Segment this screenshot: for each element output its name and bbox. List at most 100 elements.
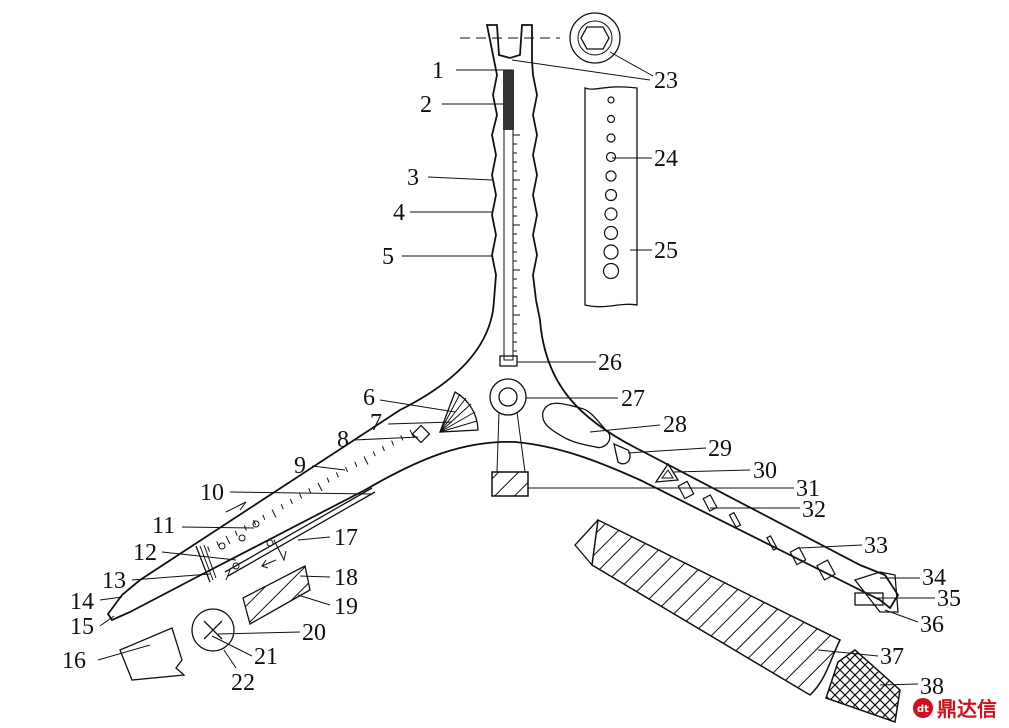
oblong-slot bbox=[542, 402, 611, 449]
strip-hole bbox=[606, 133, 616, 143]
right-arm-slot bbox=[789, 546, 807, 566]
label-34: 34 bbox=[922, 565, 946, 591]
label-6: 6 bbox=[363, 385, 375, 411]
end-slot bbox=[854, 592, 884, 606]
watermark-text: 鼎达信 bbox=[937, 697, 997, 721]
label-27: 27 bbox=[621, 386, 645, 412]
hatched-plate bbox=[242, 565, 311, 625]
left-arm-tick bbox=[234, 530, 238, 536]
triangle-hole-inner bbox=[661, 469, 674, 479]
label-35: 35 bbox=[937, 586, 961, 612]
d-shaped-hole bbox=[613, 442, 631, 465]
left-arm-tick bbox=[280, 504, 284, 510]
label-2: 2 bbox=[420, 92, 432, 118]
right-arm-slots bbox=[677, 480, 836, 581]
label-1: 1 bbox=[432, 58, 444, 84]
label-30: 30 bbox=[753, 458, 777, 484]
ruler-ticks bbox=[513, 134, 520, 352]
left-arm-tick bbox=[391, 440, 395, 446]
label-17: 17 bbox=[334, 525, 358, 551]
square-socket bbox=[491, 471, 529, 497]
label-15: 15 bbox=[70, 614, 94, 640]
part-labels: 1 2 3 4 5 6 7 8 9 10 11 12 13 14 15 16 1… bbox=[62, 58, 961, 700]
label-8: 8 bbox=[337, 427, 349, 453]
screw-element bbox=[503, 70, 514, 130]
label-24: 24 bbox=[654, 146, 678, 172]
left-arm-tick bbox=[271, 509, 277, 518]
tool-body bbox=[106, 24, 900, 622]
protractor-ticks bbox=[439, 393, 478, 433]
strip-hole bbox=[603, 244, 619, 260]
left-arm-tick bbox=[345, 466, 349, 473]
svg-text:dt: dt bbox=[917, 704, 929, 715]
label-19: 19 bbox=[334, 594, 358, 620]
hole-strip bbox=[584, 86, 638, 308]
hex-nut-outer bbox=[569, 12, 621, 64]
label-20: 20 bbox=[302, 620, 326, 646]
strip-hole bbox=[606, 114, 616, 124]
hex-nut-inner bbox=[577, 20, 613, 56]
left-arm-tick bbox=[299, 493, 303, 499]
label-12: 12 bbox=[133, 540, 157, 566]
strip-hole bbox=[602, 262, 620, 280]
label-7: 7 bbox=[370, 410, 382, 436]
label-36: 36 bbox=[920, 612, 944, 638]
crosshatched-tip bbox=[825, 649, 901, 724]
phillips-circle bbox=[191, 608, 235, 652]
label-23: 23 bbox=[654, 68, 678, 94]
left-arm-tick bbox=[317, 482, 323, 492]
label-3: 3 bbox=[407, 165, 419, 191]
left-arm-tick bbox=[289, 498, 293, 505]
left-arm-tick bbox=[207, 546, 211, 552]
watermark: dt 鼎达信 bbox=[912, 693, 997, 722]
left-arm-tick bbox=[363, 456, 369, 465]
left-arm-tick bbox=[216, 541, 220, 547]
left-arm-tick bbox=[308, 488, 312, 494]
left-arm-tick bbox=[225, 535, 231, 545]
left-arm-tick bbox=[372, 451, 376, 457]
blade-piece bbox=[119, 627, 186, 681]
phillips-cross bbox=[203, 620, 223, 640]
saw-teeth-end bbox=[853, 571, 899, 613]
hatched-file bbox=[591, 518, 842, 696]
hole-circles bbox=[602, 96, 620, 280]
label-11: 11 bbox=[152, 513, 175, 539]
strip-hole bbox=[605, 170, 617, 182]
left-arm-tick bbox=[326, 477, 330, 483]
label-5: 5 bbox=[382, 244, 394, 270]
strip-hole bbox=[604, 188, 618, 202]
diamond-hole bbox=[411, 424, 431, 444]
label-33: 33 bbox=[864, 533, 888, 559]
strip-hole bbox=[607, 96, 615, 104]
label-22: 22 bbox=[231, 670, 255, 696]
left-arm-arrows bbox=[225, 501, 287, 581]
protractor-fan bbox=[439, 391, 479, 433]
label-25: 25 bbox=[654, 238, 678, 264]
label-4: 4 bbox=[393, 200, 405, 226]
label-26: 26 bbox=[598, 350, 622, 376]
leader-lines bbox=[97, 51, 935, 686]
left-arm-tick bbox=[354, 461, 358, 467]
label-9: 9 bbox=[294, 453, 306, 479]
right-arm-slot bbox=[728, 511, 742, 529]
label-13: 13 bbox=[102, 568, 126, 594]
right-arm-slot bbox=[766, 535, 778, 551]
label-37: 37 bbox=[880, 644, 904, 670]
watermark-logo-icon: dt bbox=[913, 697, 933, 718]
right-arm-slot bbox=[702, 494, 718, 512]
strip-hole bbox=[603, 225, 619, 241]
strip-hole bbox=[605, 151, 617, 163]
strip-hole bbox=[604, 207, 618, 221]
hex-nut-hexagon bbox=[580, 26, 610, 50]
label-18: 18 bbox=[334, 565, 358, 591]
label-29: 29 bbox=[708, 436, 732, 462]
left-arm-slot bbox=[224, 487, 373, 573]
left-arm-tick bbox=[409, 429, 415, 439]
triangle-hole bbox=[654, 462, 680, 483]
label-14: 14 bbox=[70, 589, 94, 615]
left-arm-tick bbox=[253, 519, 257, 526]
label-10: 10 bbox=[200, 480, 224, 506]
left-arm-holes bbox=[218, 520, 274, 570]
label-28: 28 bbox=[663, 412, 687, 438]
